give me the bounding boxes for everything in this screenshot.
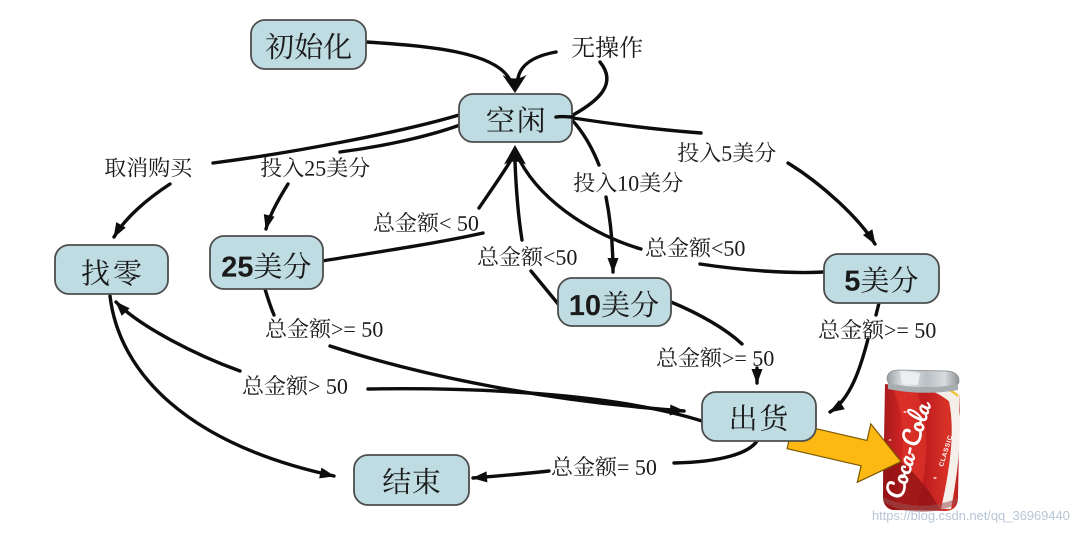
svg-text:https://blog.csdn.net/qq_36969: https://blog.csdn.net/qq_36969440 — [872, 508, 1070, 523]
